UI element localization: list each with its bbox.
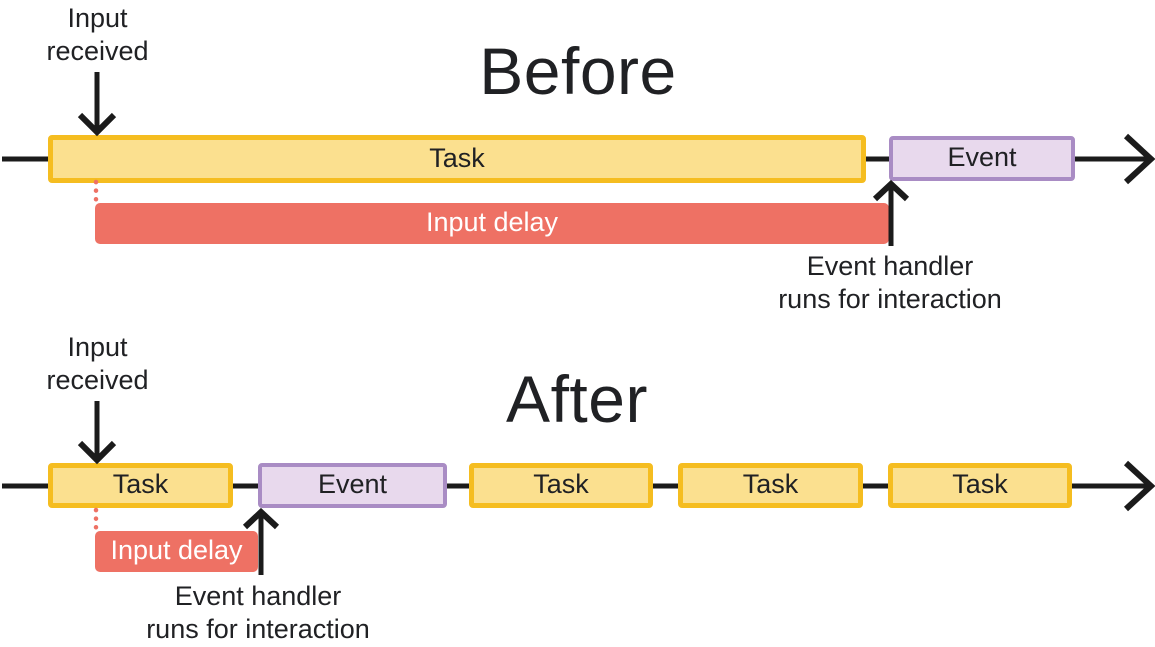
after-task-box-4: Task	[888, 463, 1072, 508]
after-input-delay-label: Input delay	[110, 535, 243, 565]
after-task-label-1: Task	[112, 469, 169, 499]
before-task-bar: Task	[48, 135, 866, 183]
before-task-label: Task	[429, 142, 485, 173]
before-input-delay-bar: Input delay	[95, 203, 889, 244]
after-task-box-1: Task	[48, 463, 233, 508]
before-event-box: Event	[889, 136, 1075, 181]
before-event-label: Event	[947, 142, 1017, 172]
after-task-box-3: Task	[678, 463, 863, 508]
after-event-box: Event	[258, 463, 447, 508]
after-task-label-2: Task	[533, 469, 589, 499]
before-input-delay-label: Input delay	[425, 207, 559, 237]
after-input-delay-bar: Input delay	[95, 531, 258, 572]
after-task-label-3: Task	[742, 469, 799, 499]
after-task-box-2: Task	[469, 463, 653, 508]
after-event-label: Event	[317, 469, 388, 499]
after-task-label-4: Task	[952, 469, 1008, 499]
